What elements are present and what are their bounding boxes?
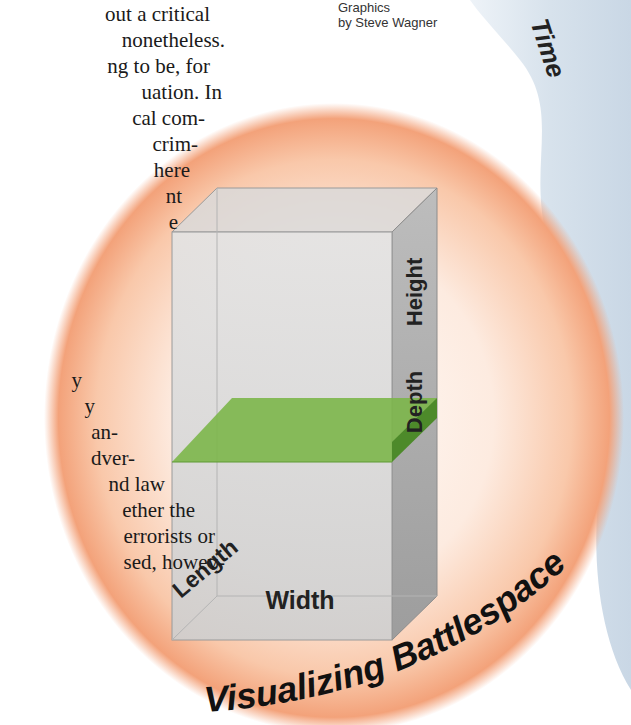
article-text: cal com- (132, 108, 205, 129)
title-text: Visualizing Battlespace (202, 541, 573, 720)
article-text: uation. In (142, 82, 222, 103)
title: Visualizing Battlespace (202, 541, 573, 720)
article-text: crim- (153, 134, 198, 155)
plane-edge (172, 462, 392, 463)
article-text: errorists or (123, 526, 215, 547)
article-text: y (72, 370, 83, 391)
credit-text: by Steve Wagner (338, 16, 437, 29)
article-text: y (85, 396, 96, 417)
cube-hidden-edge (172, 596, 217, 640)
article-text: an- (91, 422, 118, 443)
article-text: nt (166, 186, 182, 207)
cube-top (172, 188, 437, 232)
article-text: here (154, 160, 190, 181)
article-text: e (169, 212, 178, 233)
article-text: dver- (91, 448, 135, 469)
article-text: ng to be, for (107, 56, 210, 77)
dimension-label: Width (265, 588, 334, 613)
article-text: ether the (122, 500, 195, 521)
dimension-label: Depth (404, 371, 426, 433)
cube-hidden-edge (217, 188, 218, 596)
article-text: nd law (108, 474, 165, 495)
battlespace-sphere (44, 103, 624, 725)
credit-text: Graphics (338, 1, 390, 14)
surface-plane (172, 398, 437, 462)
dimension-label: Height (404, 258, 426, 326)
article-text: nonetheless. (122, 30, 225, 51)
article-text: sed, howev- (124, 552, 225, 573)
article-text: out a critical (105, 4, 210, 25)
